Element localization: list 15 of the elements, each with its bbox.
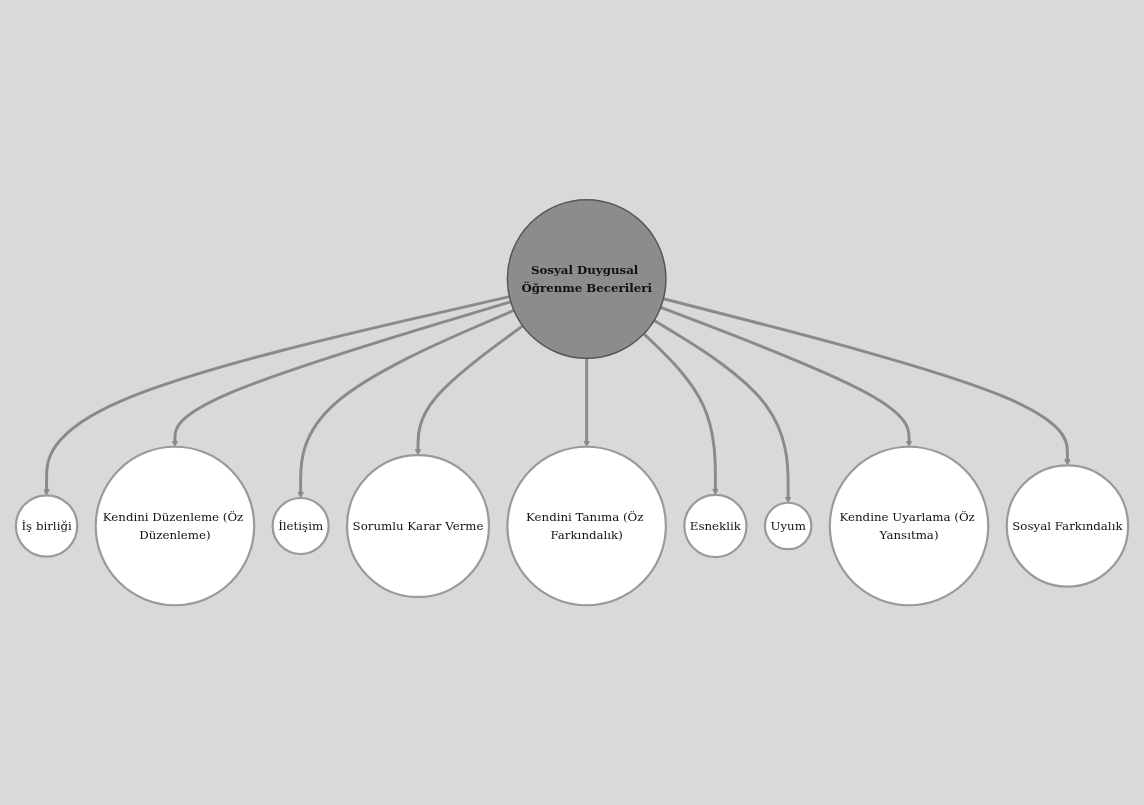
- arrow: [43, 295, 510, 496]
- node-circle: Sosyal Farkındalık: [1005, 464, 1130, 588]
- node-circle: Uyum: [763, 501, 813, 551]
- node-circle: İletişim: [271, 496, 330, 556]
- arrow: [297, 309, 515, 499]
- arrow: [642, 332, 719, 496]
- node-circle: Esneklik: [683, 493, 748, 559]
- node-circle: Sorumlu Karar Verme: [345, 453, 491, 599]
- arrow: [663, 297, 1071, 466]
- node-circle: Sosyal Duygusal Öğrenme Becerileri: [506, 199, 667, 359]
- node-circle: İş birliği: [14, 494, 79, 558]
- arrow: [414, 324, 524, 456]
- node-circle: Kendini Düzenleme (Öz Düzenleme): [94, 445, 256, 607]
- node-circle: Kendini Tanıma (Öz Farkındalık): [506, 445, 667, 607]
- node-circle: Kendine Uyarlama (Öz Yansıtma): [828, 445, 990, 607]
